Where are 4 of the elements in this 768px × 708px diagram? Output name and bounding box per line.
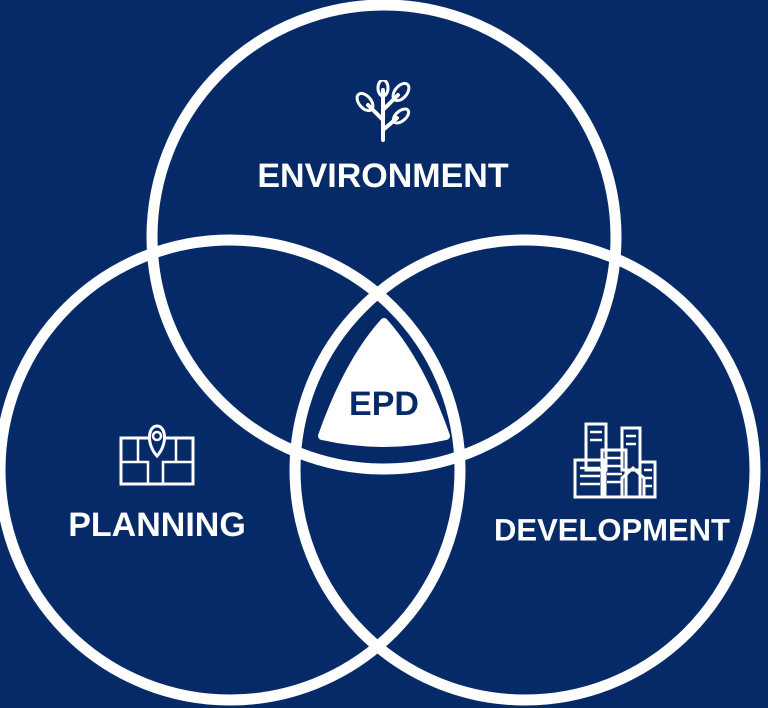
- circle-label: DEVELOPMENT: [494, 514, 730, 546]
- center-label: EPD: [349, 387, 419, 421]
- circle-label: PLANNING: [68, 508, 246, 542]
- circle-label: ENVIRONMENT: [257, 159, 509, 193]
